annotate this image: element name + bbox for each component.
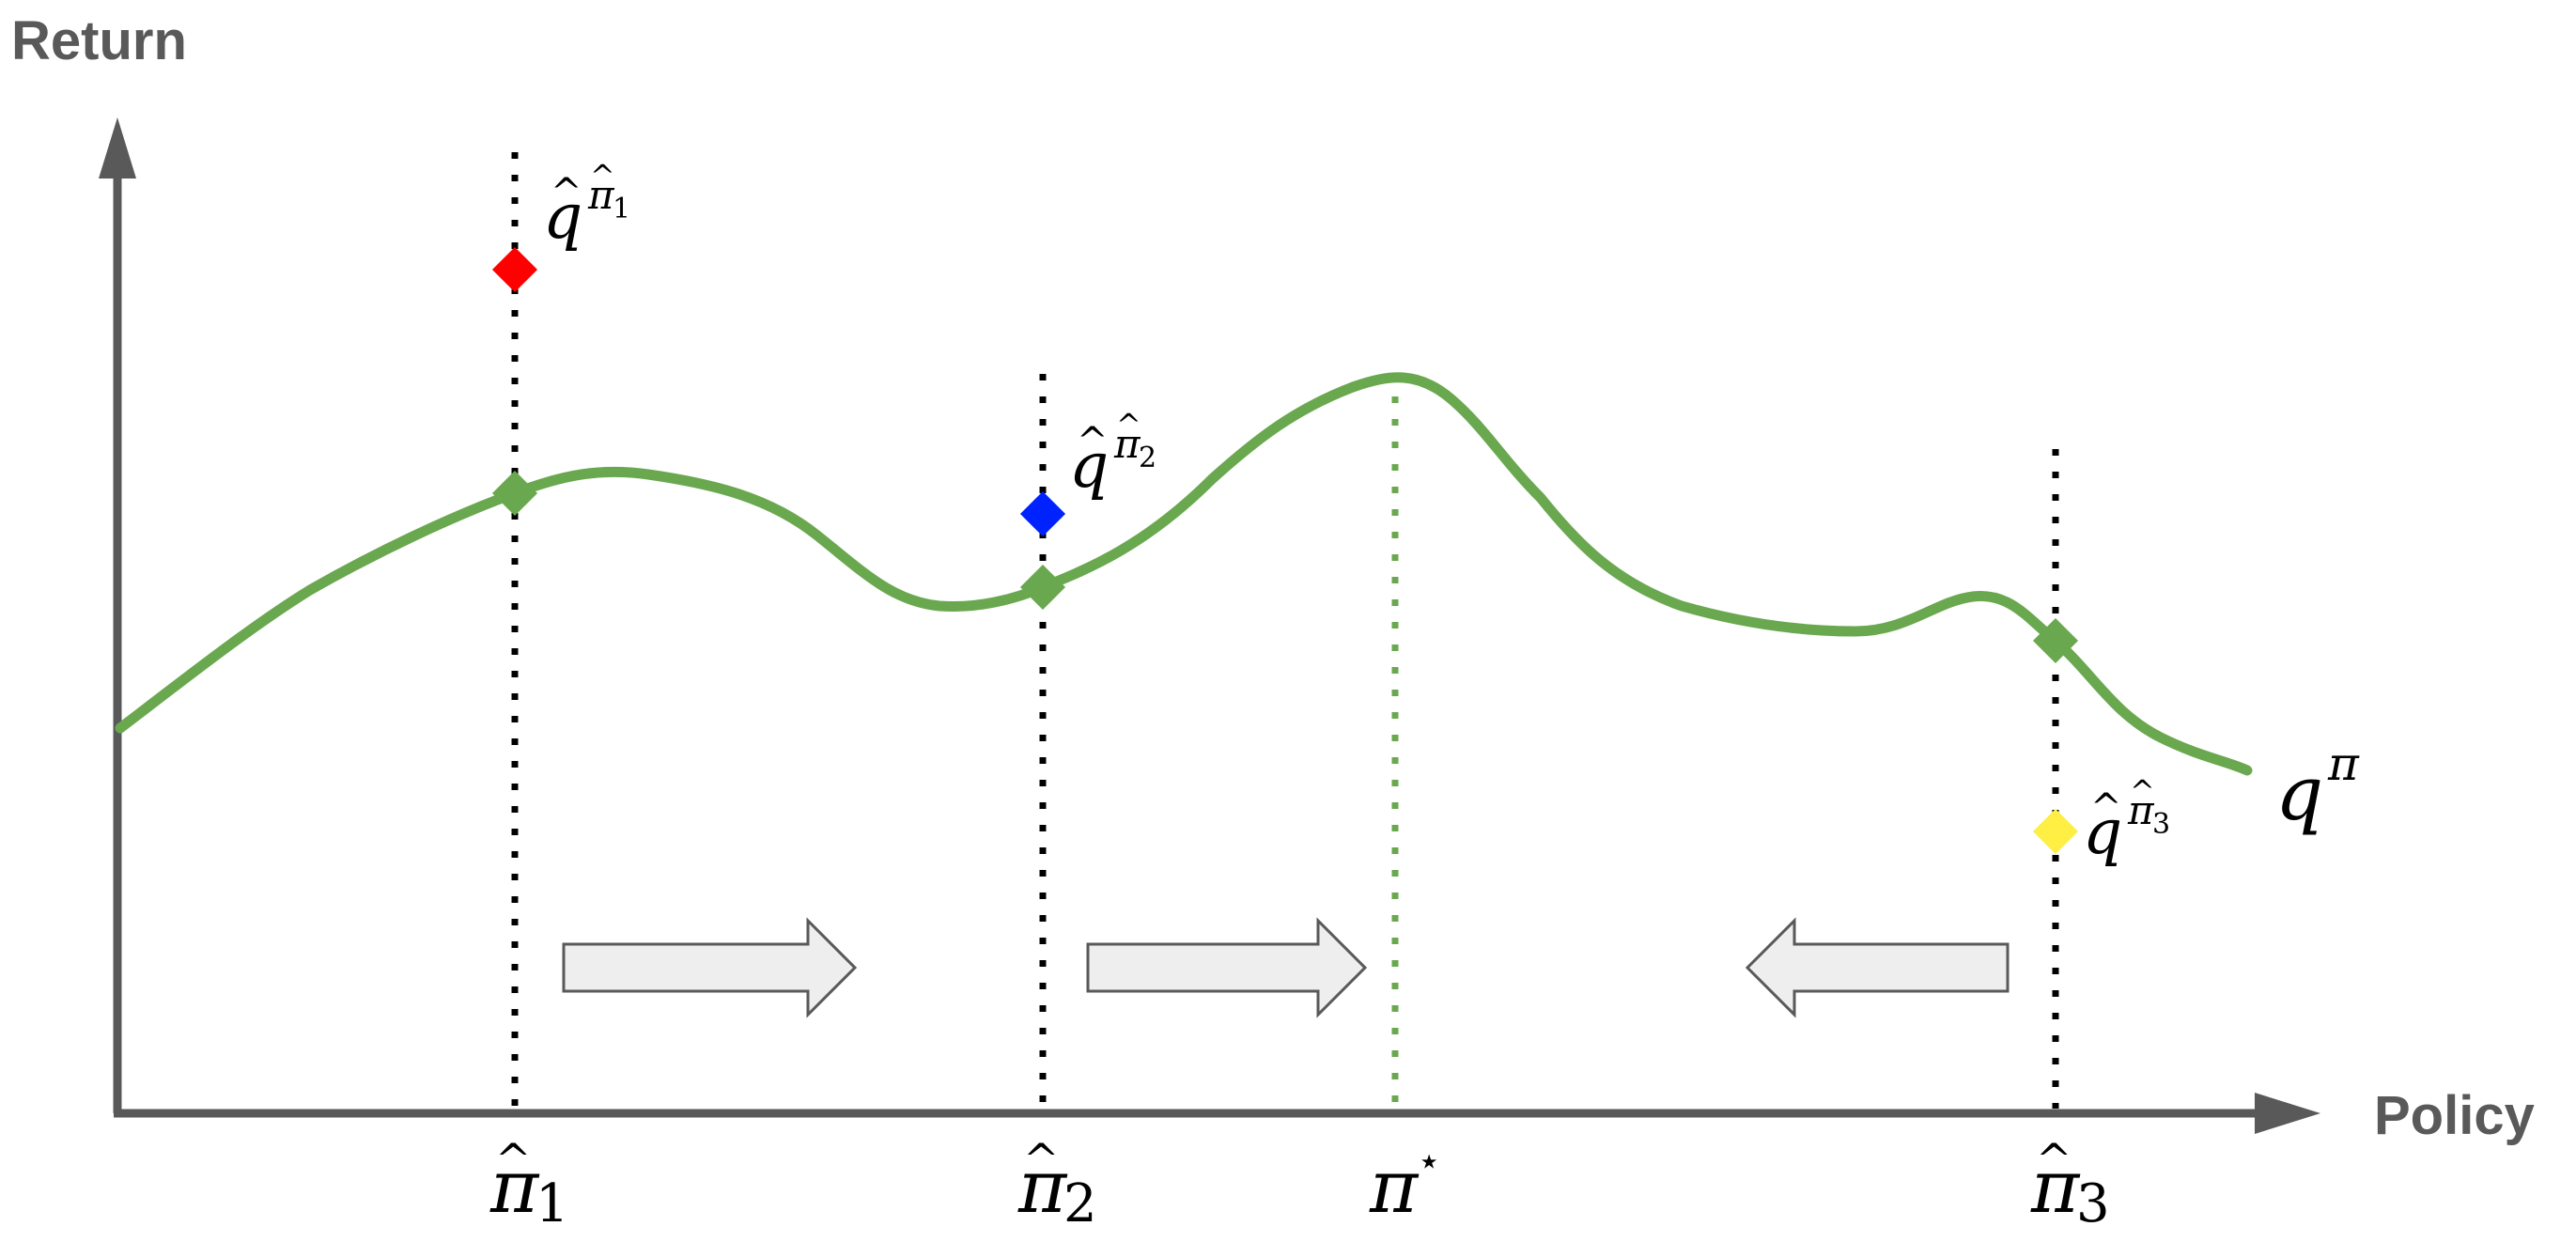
policy-tick-pi3: π ^ 3 xyxy=(2030,1134,2110,1234)
policy-tick-pi2-hat: ^ xyxy=(1023,1134,1060,1185)
policy-tick-pi2-base: π xyxy=(1017,1145,1068,1230)
arrow-right-2 xyxy=(1086,917,1368,1018)
estimate-marker-pi1 xyxy=(491,246,538,293)
estimate-label-pi2-sup-sub: 2 xyxy=(1139,442,1156,474)
estimate-label-pi3-hat: ^ xyxy=(2090,786,2122,830)
policy-tick-pistar: π ⋆ xyxy=(1369,1138,1441,1230)
estimate-label-pi3-sup-hat: ^ xyxy=(2130,773,2155,809)
estimate-label-pi2-base: q xyxy=(1069,429,1109,502)
policy-tick-pi1-base: π xyxy=(489,1145,540,1230)
policy-tick-pi3-hat: ^ xyxy=(2036,1134,2072,1185)
true-value-marker-pi2 xyxy=(1019,564,1066,611)
direction-arrows xyxy=(562,917,2010,1018)
policy-tick-pi1-hat: ^ xyxy=(495,1134,532,1185)
x-axis-title: Policy xyxy=(2374,1085,2535,1146)
estimate-label-pi1-sup-hat: ^ xyxy=(590,158,615,194)
true-value-marker-pi1 xyxy=(491,470,538,517)
policy-tick-pi3-sub: 3 xyxy=(2076,1173,2110,1234)
estimate-label-pi3-sup: π xyxy=(2127,787,2155,833)
policy-tick-pistar-base: π xyxy=(1369,1145,1420,1230)
policy-tick-pistar-sup: ⋆ xyxy=(1417,1138,1441,1184)
policy-tick-pi3-base: π xyxy=(2030,1145,2081,1230)
estimate-label-pi2: q ^ π ^ 2 xyxy=(1069,407,1156,502)
y-axis-title: Return xyxy=(11,10,187,71)
axes: Return Policy xyxy=(11,10,2535,1146)
y-axis-arrowhead xyxy=(99,117,136,179)
estimate-label-pi1-sup: π xyxy=(587,172,615,218)
policy-tick-pi1: π ^ 1 xyxy=(489,1134,569,1234)
estimate-markers xyxy=(491,246,2079,855)
estimate-label-pi2-sup-hat: ^ xyxy=(1116,407,1141,442)
estimate-label-pi3-sup-sub: 3 xyxy=(2152,808,2170,841)
estimate-marker-pi2 xyxy=(1019,490,1066,537)
true-return-curve xyxy=(115,372,2253,776)
arrow-left-1 xyxy=(1745,917,2010,1018)
curve-label-sup: π xyxy=(2327,737,2360,791)
estimate-label-pi2-sup: π xyxy=(1113,421,1141,467)
estimate-label-pi3: q ^ π ^ 3 xyxy=(2083,773,2170,868)
x-axis-arrowhead xyxy=(2255,1093,2320,1134)
curve-label-base: q xyxy=(2275,750,2323,837)
estimate-label-pi1: q ^ π ^ 1 xyxy=(543,158,630,253)
estimate-label-pi1-hat: ^ xyxy=(551,171,582,214)
true-value-marker-pi3 xyxy=(2032,617,2079,664)
policy-tick-pi2: π ^ 2 xyxy=(1017,1134,1097,1234)
policy-tick-pi1-sub: 1 xyxy=(535,1173,569,1234)
estimate-label-pi3-base: q xyxy=(2083,796,2122,868)
estimate-marker-pi3 xyxy=(2032,808,2079,855)
estimate-label-pi1-sup-sub: 1 xyxy=(613,193,630,225)
curve-label: q π xyxy=(2275,737,2360,837)
arrow-right-1 xyxy=(562,917,858,1018)
policy-tick-pi2-sub: 2 xyxy=(1063,1173,1097,1234)
policy-lines xyxy=(511,152,2059,1109)
estimate-label-pi2-hat: ^ xyxy=(1077,420,1109,463)
estimate-label-pi1-base: q xyxy=(543,180,582,253)
